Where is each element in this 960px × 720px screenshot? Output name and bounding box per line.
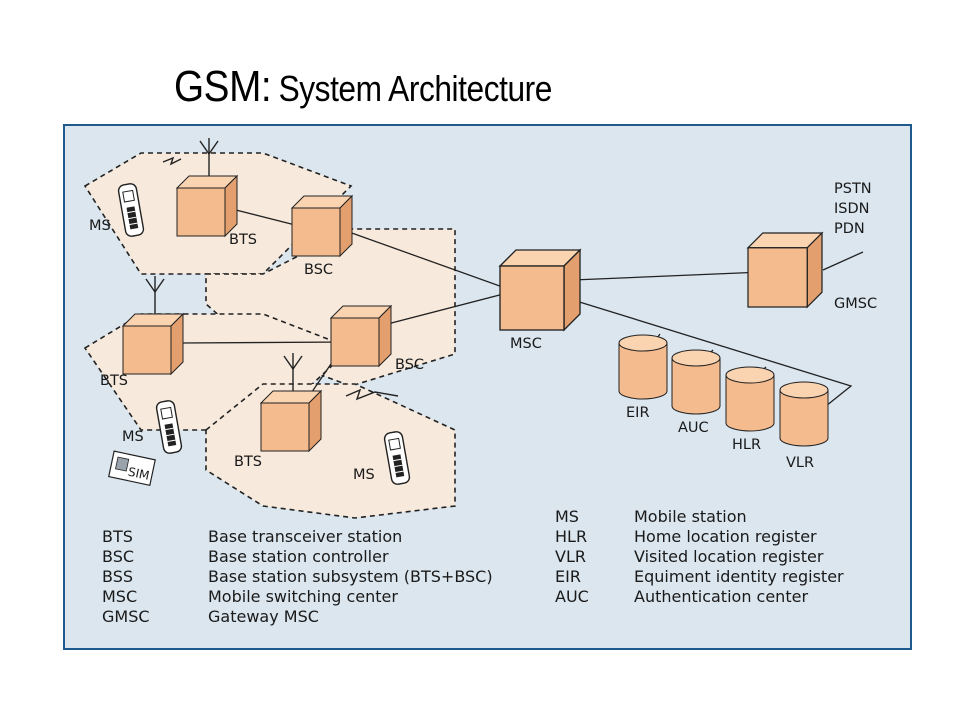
sim-label: SIM (127, 465, 151, 483)
hlr-label: HLR (732, 437, 761, 453)
pstn-label: PSTN (834, 181, 872, 197)
link-msc-gmsc (572, 271, 764, 281)
ms-bottom-label: MS (353, 467, 375, 483)
pdn-label: PDN (834, 221, 865, 237)
bts-bottom-label: BTS (234, 454, 262, 470)
legend-desc: Base transceiver station (208, 527, 402, 546)
legend-desc: Mobile switching center (208, 587, 398, 606)
bts-left-label: BTS (100, 373, 128, 389)
legend-abbr: BSS (102, 567, 133, 586)
legend-abbr: GMSC (102, 607, 150, 626)
sim-card-icon: SIM (108, 450, 156, 487)
radio-link-icon (162, 156, 182, 166)
legend-abbr: BTS (102, 527, 133, 546)
msc-node (499, 249, 581, 331)
gmsc-node (747, 232, 823, 308)
gsm-architecture-diagram: SIM MS BTS BSC BTS BSC MS BTS MS MSC GMS… (63, 124, 912, 650)
legend-abbr: HLR (555, 527, 587, 546)
radio-link-icon (345, 388, 399, 401)
legend-desc: Visited location register (634, 547, 824, 566)
bts-bottom-node (260, 390, 322, 452)
legend-abbr: VLR (555, 547, 586, 566)
bsc-top-node (291, 195, 353, 257)
bsc-top-label: BSC (304, 262, 333, 278)
bsc-mid-node (330, 305, 392, 367)
title-sub: System Architecture (278, 68, 553, 109)
legend-desc: Mobile station (634, 507, 747, 526)
legend-desc: Gateway MSC (208, 607, 319, 626)
legend-abbr: BSC (102, 547, 134, 566)
vlr-label: VLR (786, 455, 814, 471)
gmsc-label: GMSC (834, 296, 877, 312)
legend-desc: Home location register (634, 527, 817, 546)
legend: BTS Base transceiver station BSC Base st… (102, 507, 844, 626)
legend-desc: Base station controller (208, 547, 389, 566)
page-title: GSM: System Architecture (174, 62, 552, 112)
auc-database-icon (671, 349, 721, 415)
eir-database-icon (618, 334, 668, 400)
legend-desc: Base station subsystem (BTS+BSC) (208, 567, 493, 586)
title-main: GSM: (174, 62, 272, 111)
bts-top-label: BTS (229, 232, 257, 248)
link-gmsc-networks (822, 251, 864, 271)
vlr-database-icon (779, 381, 829, 447)
bts-left-node (122, 313, 184, 375)
legend-abbr: EIR (555, 567, 581, 586)
legend-abbr: MSC (102, 587, 137, 606)
bts-top-node (176, 175, 238, 237)
legend-desc: Authentication center (634, 587, 808, 606)
auc-label: AUC (678, 420, 709, 436)
ms-left-label: MS (122, 429, 144, 445)
legend-abbr: AUC (555, 587, 589, 606)
legend-abbr: MS (555, 507, 579, 526)
link-msc-databases (572, 299, 853, 411)
link-bsc-mid-msc (367, 289, 520, 330)
hlr-database-icon (725, 366, 775, 432)
legend-desc: Equiment identity register (634, 567, 844, 586)
msc-label: MSC (510, 336, 542, 352)
ms-top-label: MS (89, 218, 111, 234)
bsc-mid-label: BSC (395, 357, 424, 373)
isdn-label: ISDN (834, 201, 870, 217)
eir-label: EIR (626, 405, 650, 421)
link-bts-left-bsc (180, 341, 349, 344)
